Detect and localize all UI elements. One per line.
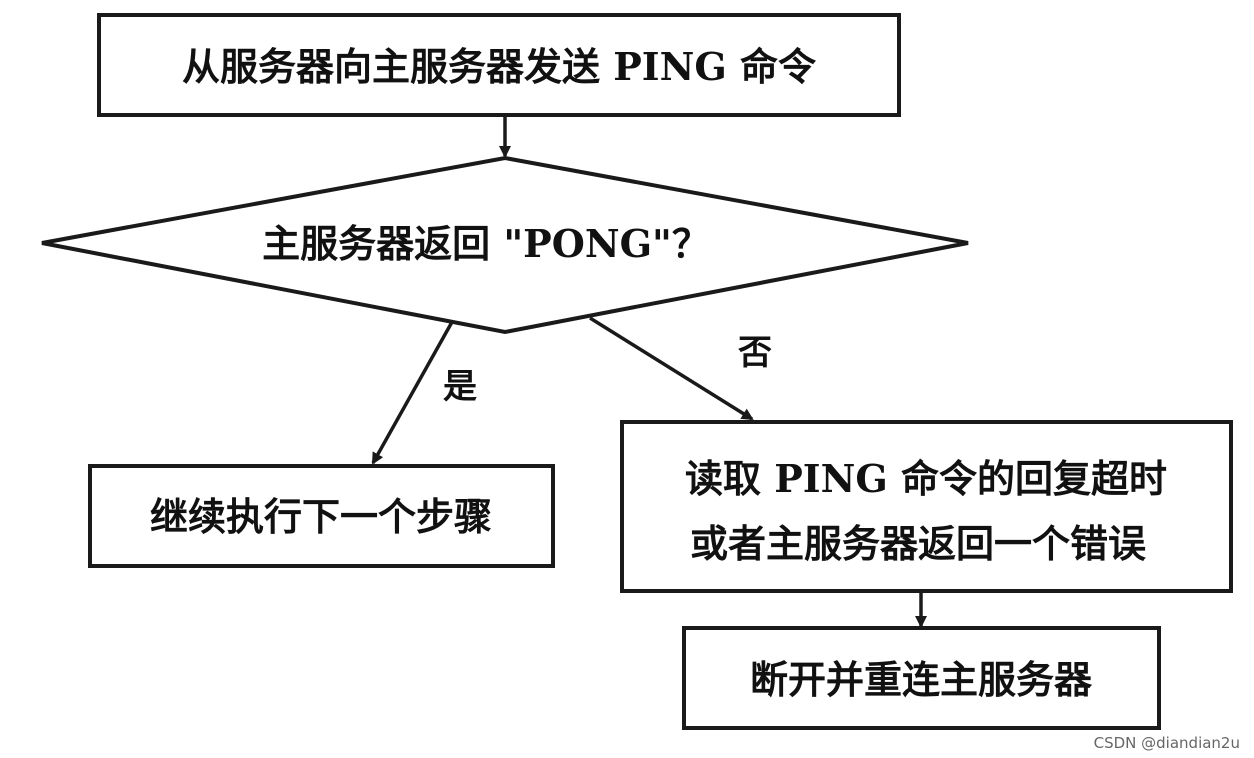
no-label: 否 (738, 333, 772, 373)
error-node: 读取 PING 命令的回复超时 或者主服务器返回一个错误 (620, 420, 1233, 593)
continue-label: 继续执行下一个步骤 (150, 494, 492, 539)
watermark: CSDN @diandian2u (1094, 734, 1240, 752)
reconnect-label: 断开并重连主服务器 (750, 657, 1093, 702)
continue-node: 继续执行下一个步骤 (88, 464, 555, 568)
reconnect-box (682, 626, 1161, 730)
reconnect-node: 断开并重连主服务器 (682, 626, 1161, 730)
decision-node: 主服务器返回 "PONG"？ (41, 155, 969, 335)
decision-diamond (41, 155, 969, 335)
yes-label: 是 (443, 367, 477, 407)
error-label-line2: 或者主服务器返回一个错误 (690, 521, 1146, 566)
continue-box (88, 464, 555, 568)
arrow-no-branch (589, 316, 754, 421)
send-ping-box (97, 13, 901, 117)
decision-label: 主服务器返回 "PONG"？ (262, 221, 710, 266)
error-box (620, 420, 1233, 593)
error-label-line1: 读取 PING 命令的回复超时 (685, 456, 1167, 501)
send-ping-label: 从服务器向主服务器发送 PING 命令 (182, 44, 817, 89)
send-ping-node: 从服务器向主服务器发送 PING 命令 (97, 13, 901, 117)
arrow-yes-branch (371, 321, 454, 465)
